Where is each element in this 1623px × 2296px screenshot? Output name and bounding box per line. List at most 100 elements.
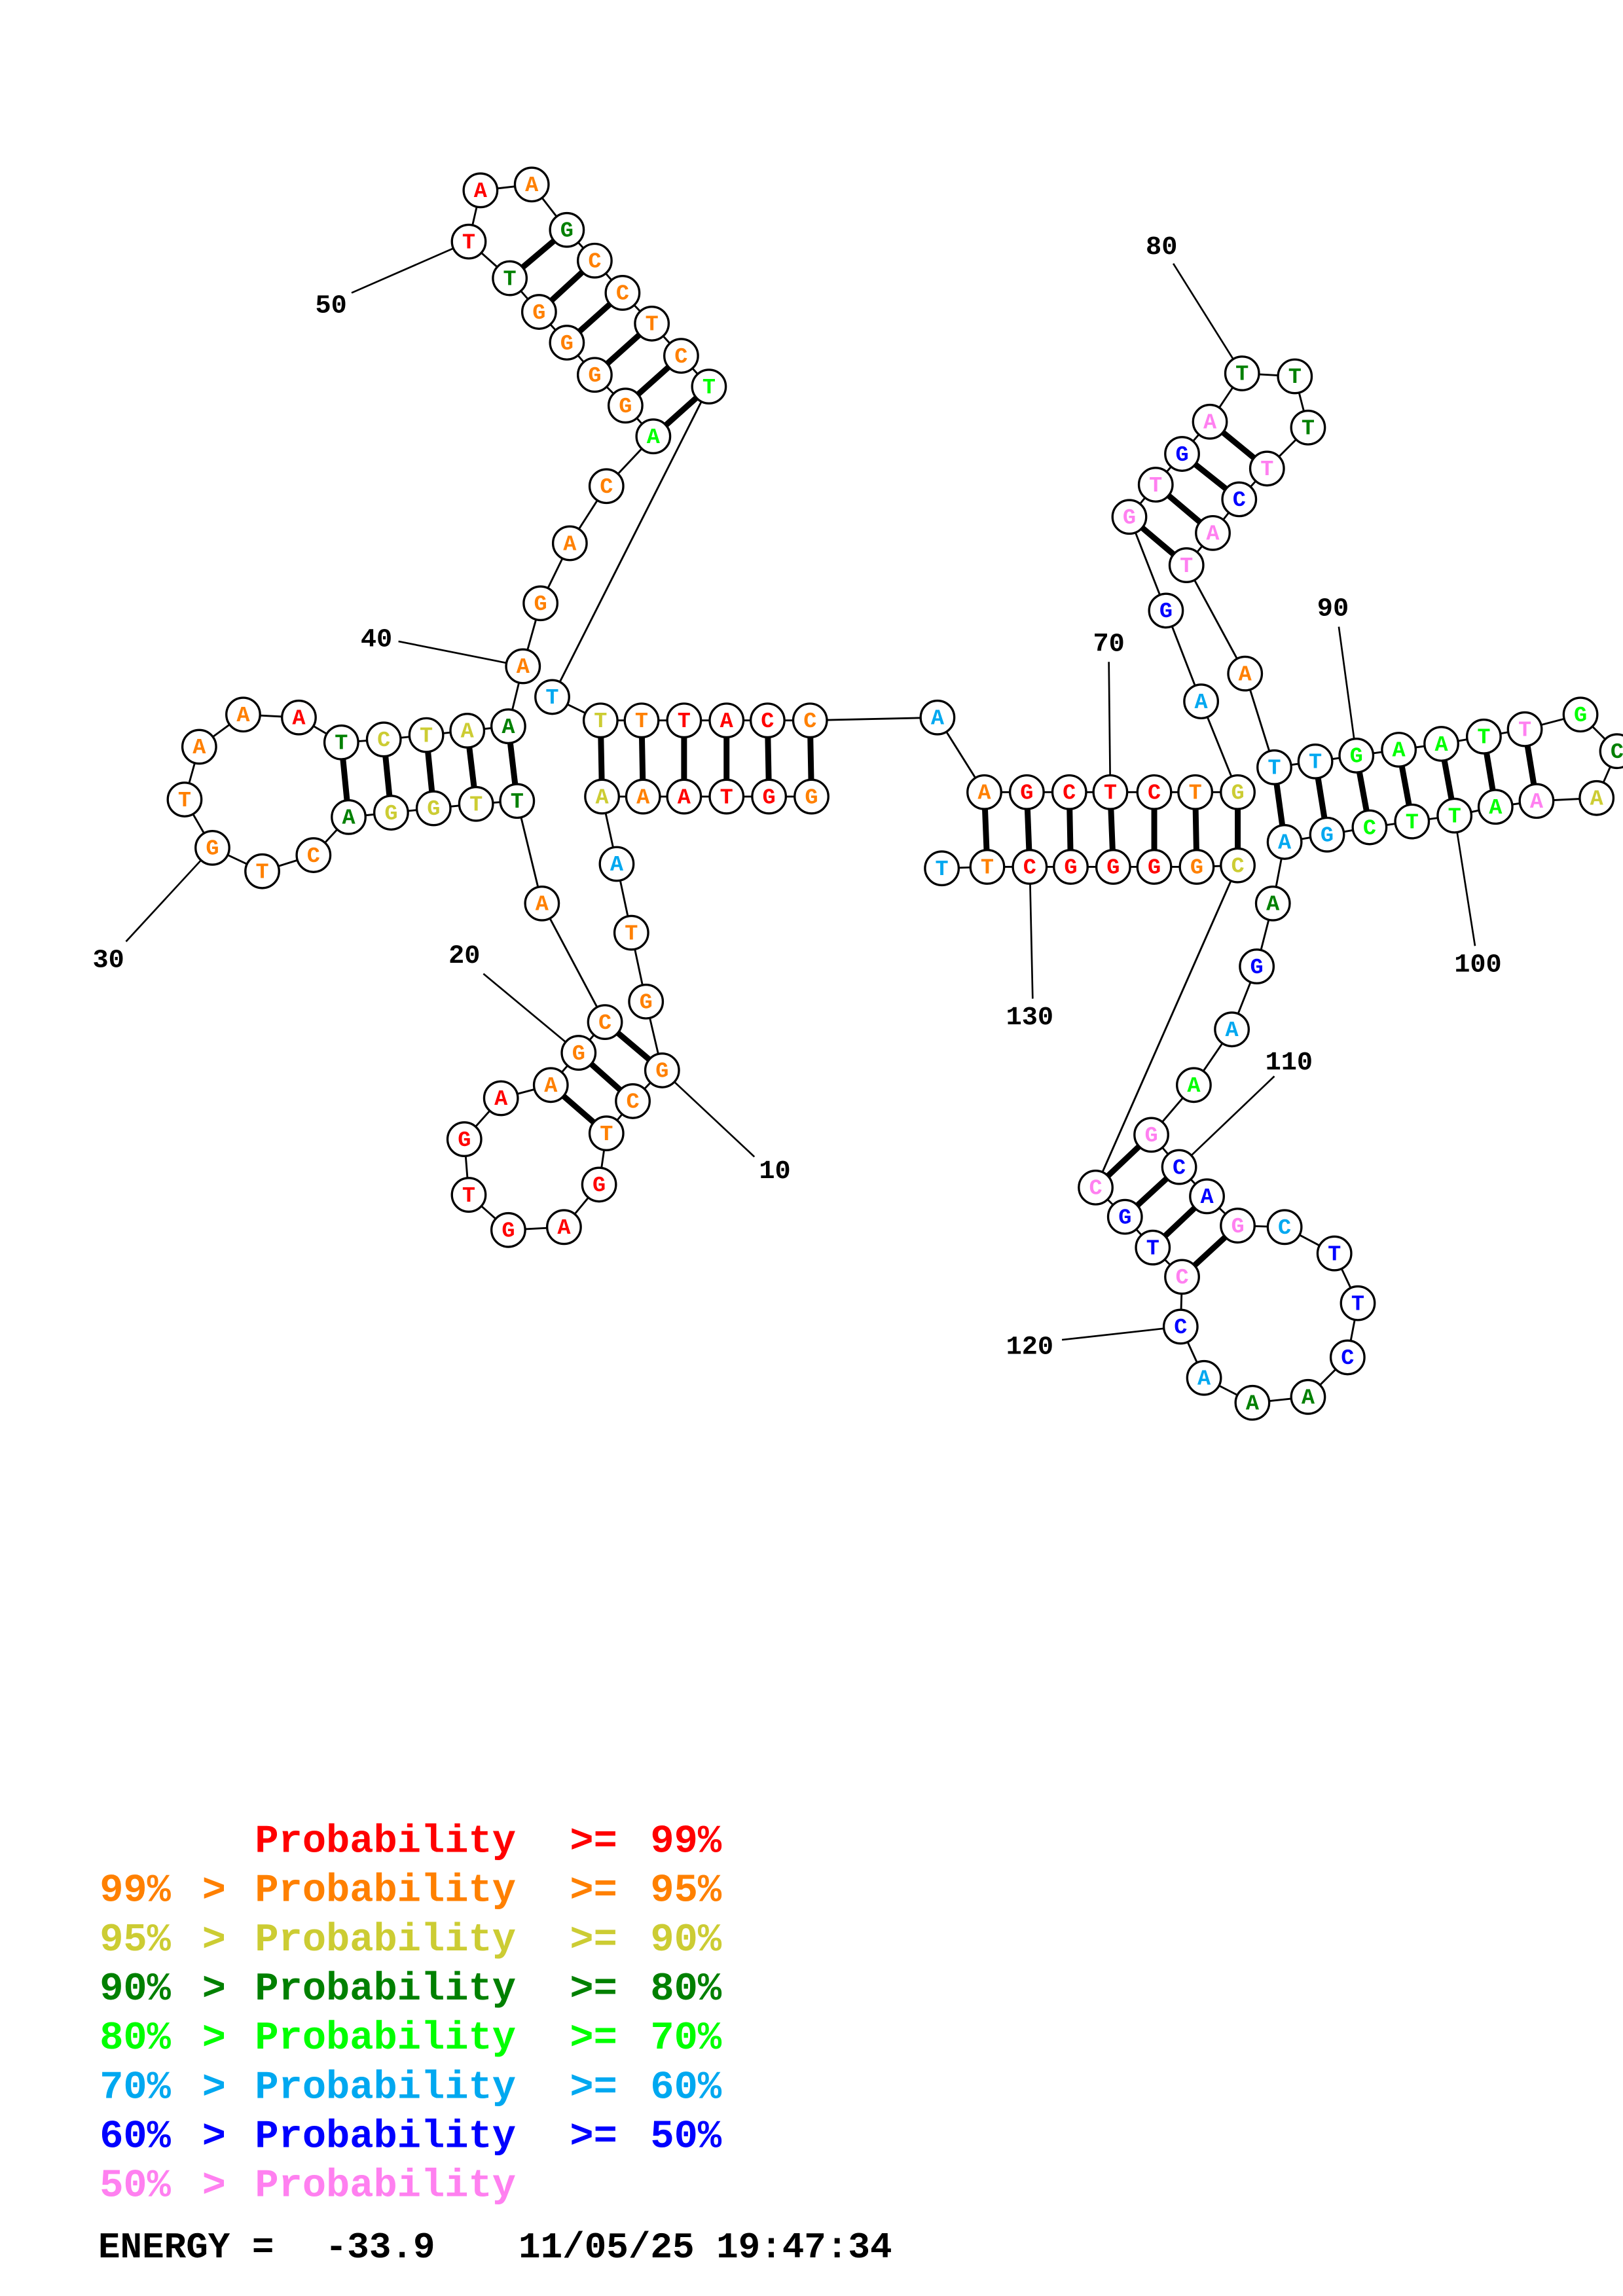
nucleotide-circle (1012, 849, 1048, 885)
nucleotide-circle (1008, 774, 1045, 810)
nucleotide-circle (1161, 1149, 1197, 1185)
energy-value: -33.9 (325, 2227, 435, 2269)
label-leader-line (1338, 626, 1358, 756)
nucleotide: A (551, 525, 588, 562)
nucleotide-letter: A (636, 785, 650, 810)
nucleotide: A (532, 1067, 569, 1103)
nucleotide-letter: A (342, 806, 356, 831)
nucleotide: G (194, 829, 230, 866)
nucleotide: G (373, 795, 409, 831)
label-leader-line (1061, 1325, 1181, 1341)
nucleotide-letter: A (292, 706, 306, 731)
nucleotide: C (1220, 847, 1256, 884)
nucleotide: A (1227, 655, 1264, 692)
nucleotide-circle (584, 778, 620, 815)
nucleotide: A (919, 699, 956, 736)
nucleotide-letter: A (1206, 522, 1220, 547)
nucleotide: T (1224, 355, 1260, 391)
nucleotide-circle (1256, 749, 1292, 785)
nucleotide: G (1562, 696, 1599, 733)
nucleotide-letter: G (1106, 856, 1120, 881)
nucleotide-circle (625, 778, 661, 815)
nucleotide-circle (582, 702, 619, 739)
nucleotide-circle (1136, 849, 1173, 885)
legend-prefix: 80% (100, 2017, 171, 2061)
nucleotide-letter: C (1278, 1216, 1291, 1241)
label-leader-line (661, 1069, 756, 1158)
nucleotide-letter: G (534, 592, 547, 617)
nucleotide-circle (1078, 1169, 1114, 1206)
nucleotide-letter: G (1574, 704, 1587, 728)
nucleotide-letter: G (1064, 856, 1077, 881)
nucleotide-letter: G (1159, 600, 1173, 624)
nucleotide: T (623, 702, 660, 739)
nucleotide-letter: A (544, 1074, 558, 1099)
nucleotide-letter: C (598, 1011, 611, 1036)
nucleotide-letter: A (1203, 411, 1217, 436)
nucleotide: G (751, 778, 788, 815)
nucleotide-letter: T (702, 376, 716, 401)
nucleotide-circle (408, 717, 445, 753)
nucleotide: C (749, 702, 786, 739)
legend-op: >= (570, 1820, 617, 1864)
nucleotide: G (490, 1211, 526, 1248)
nucleotide: T (450, 223, 487, 260)
nucleotide-letter: T (1235, 363, 1249, 387)
nucleotide-circle (1176, 1067, 1212, 1103)
nucleotide: T (582, 702, 619, 739)
nucleotide-letter: T (600, 1122, 613, 1147)
nucleotide: G (560, 1035, 597, 1071)
nucleotide-letter: A (1187, 1074, 1201, 1099)
nucleotide-circle (520, 294, 557, 330)
nucleotide-circle (666, 778, 702, 815)
nucleotide-circle (598, 846, 635, 882)
nucleotide-letter: A (610, 853, 624, 878)
nucleotide-letter: G (1175, 443, 1188, 468)
nucleotide-letter: G (572, 1042, 585, 1067)
nucleotide-circle (1137, 467, 1174, 503)
nucleotide-circle (634, 306, 670, 342)
nucleotide-circle (532, 1067, 569, 1103)
nucleotide-circle (1095, 849, 1131, 885)
nucleotide-circle (1214, 1011, 1250, 1048)
nucleotide: T (1290, 409, 1326, 446)
backbone-segment (1185, 564, 1247, 674)
nucleotide-letter: T (1406, 810, 1419, 835)
nucleotide-letter: G (593, 1174, 606, 1198)
nucleotide-circle (373, 795, 409, 831)
nucleotide: C (792, 702, 828, 739)
nucleotide-letter: C (1089, 1177, 1102, 1202)
nucleotide-circle (588, 468, 625, 505)
nucleotide-circle (708, 778, 745, 815)
legend-value: 80% (650, 1967, 721, 2012)
nucleotide: A (966, 774, 1002, 810)
legend-row: 99%>Probability>=95% (100, 1869, 722, 1914)
nucleotide-letter: C (1231, 854, 1244, 879)
legend-value: 95% (650, 1869, 721, 1914)
nucleotide-circle (1266, 1209, 1303, 1246)
backbone-segment (541, 903, 606, 1023)
nucleotide: C (1164, 1259, 1200, 1295)
nucleotide-letter: C (1174, 1316, 1187, 1340)
nucleotide-letter: C (626, 1090, 639, 1115)
nucleotide-circle (365, 721, 402, 758)
nucleotide-circle (924, 850, 960, 887)
nucleotide: G (628, 983, 665, 1020)
label-leader-line (398, 640, 524, 668)
nucleotide: T (450, 1177, 487, 1213)
nucleotide: A (1186, 1359, 1222, 1396)
nucleotide-letter: T (1309, 751, 1322, 776)
nucleotide-letter: T (255, 860, 268, 885)
nucleotide-circle (588, 1115, 625, 1152)
backbone-segment (1095, 865, 1239, 1188)
nucleotide: T (1177, 774, 1214, 810)
nucleotide: T (1092, 774, 1129, 810)
nucleotide-circle (1340, 1285, 1376, 1321)
nucleotide-circle (513, 166, 550, 203)
nucleotide: A (1214, 1011, 1250, 1048)
nucleotide-letter: T (462, 1184, 475, 1209)
legend-prefix: 70% (100, 2066, 171, 2110)
nucleotide: A (708, 702, 745, 739)
nucleotide-letter: C (1175, 1266, 1188, 1291)
